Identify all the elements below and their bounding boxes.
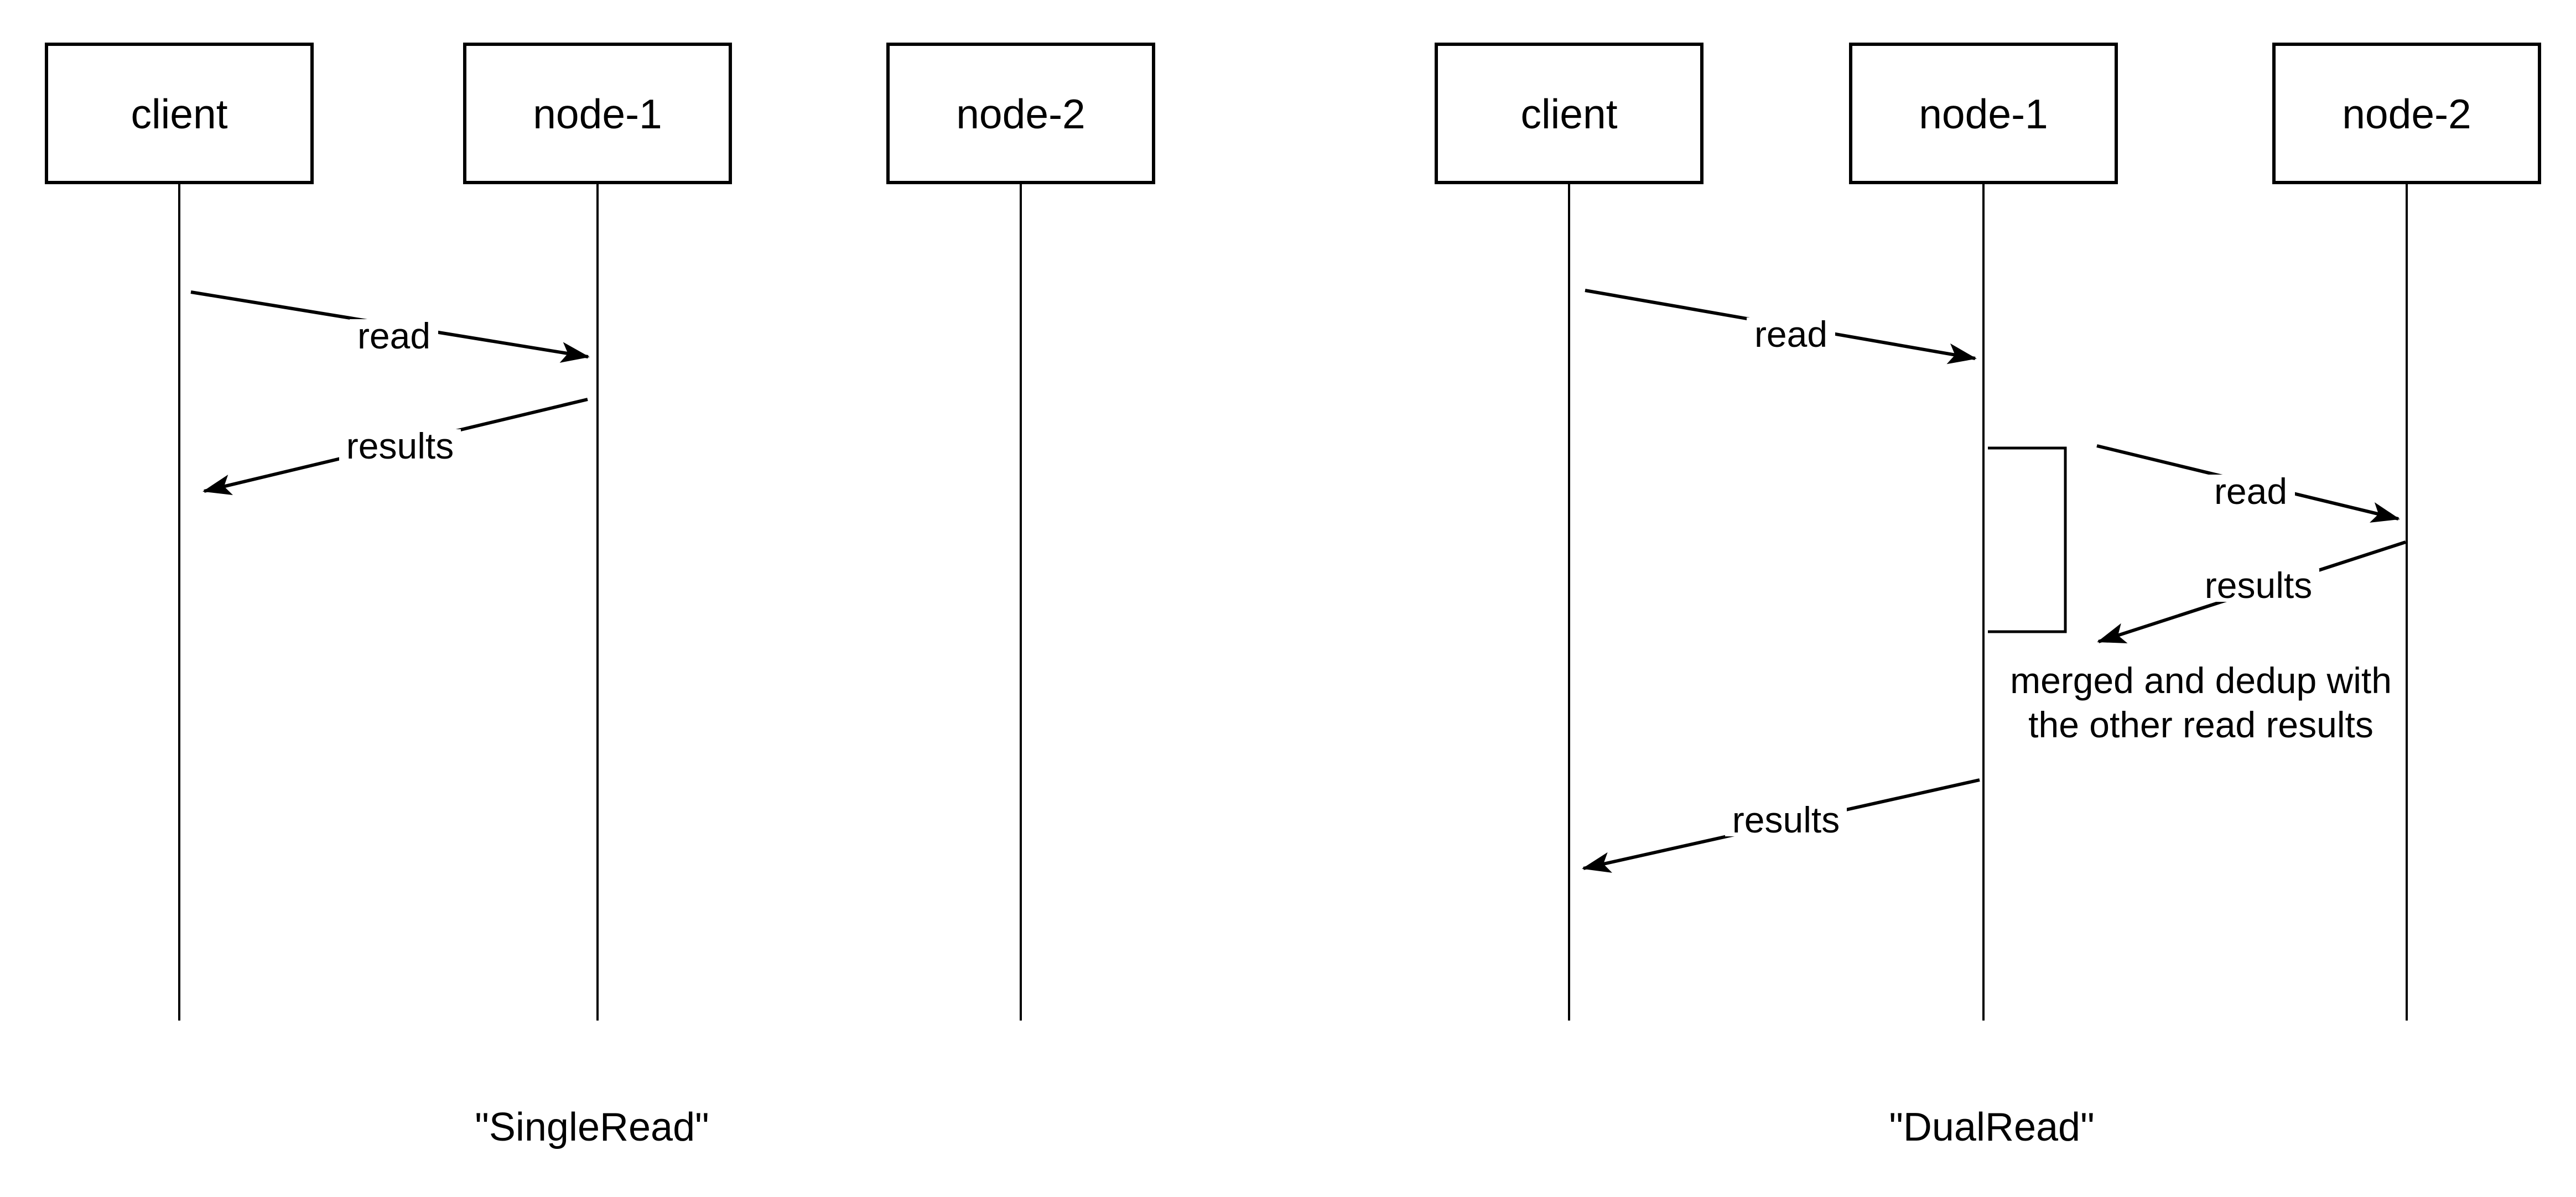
diagram-single-read: client node-1 node-2 read results (45, 43, 1155, 1149)
actor-label: client (1520, 91, 1617, 137)
message-label: read (357, 315, 430, 356)
message-label-background (2198, 569, 2319, 602)
actor-node-2: node-2 (886, 43, 1155, 184)
actor-label: node-2 (956, 91, 1086, 137)
note-merged-dedup: merged and dedup with the other read res… (2010, 660, 2392, 745)
actor-box (463, 43, 732, 184)
activation-bracket (1988, 446, 2067, 633)
diagram-caption: "SingleRead" (475, 1105, 709, 1149)
actor-client: client (1435, 43, 1704, 184)
actor-label: node-1 (1919, 91, 2048, 137)
message-results-2: results (2097, 540, 2406, 643)
actor-label: client (131, 91, 227, 137)
message-label: results (2205, 565, 2312, 606)
message-results: results (202, 398, 588, 496)
actor-box (886, 43, 1155, 184)
actor-label: node-2 (2342, 91, 2471, 137)
message-results-3: results (1582, 778, 1980, 873)
actor-node-1: node-1 (1849, 43, 2118, 184)
note-line-1: merged and dedup with (2010, 660, 2392, 701)
message-label-background (1725, 803, 1847, 836)
message-label-background (350, 319, 438, 352)
message-read-2: read (2096, 444, 2400, 523)
message-read: read (190, 290, 590, 363)
actor-box (1849, 43, 2118, 184)
diagram-caption: "DualRead" (1889, 1105, 2094, 1149)
note-line-2: the other read results (2028, 704, 2374, 745)
message-label-background (1747, 318, 1835, 351)
actor-box (1435, 43, 1704, 184)
actor-client: client (45, 43, 314, 184)
actor-box (45, 43, 314, 184)
actor-label: node-1 (533, 91, 662, 137)
diagram-dual-read: client node-1 node-2 read r (1435, 43, 2541, 1149)
message-label: read (2214, 471, 2287, 512)
actor-node-2: node-2 (2272, 43, 2541, 184)
message-label-background (339, 429, 461, 462)
message-label: results (1732, 799, 1840, 840)
message-label: results (346, 425, 454, 466)
message-label-background (2206, 475, 2295, 508)
actor-box (2272, 43, 2541, 184)
actor-node-1: node-1 (463, 43, 732, 184)
message-read: read (1585, 289, 1977, 365)
message-label: read (1754, 314, 1827, 355)
